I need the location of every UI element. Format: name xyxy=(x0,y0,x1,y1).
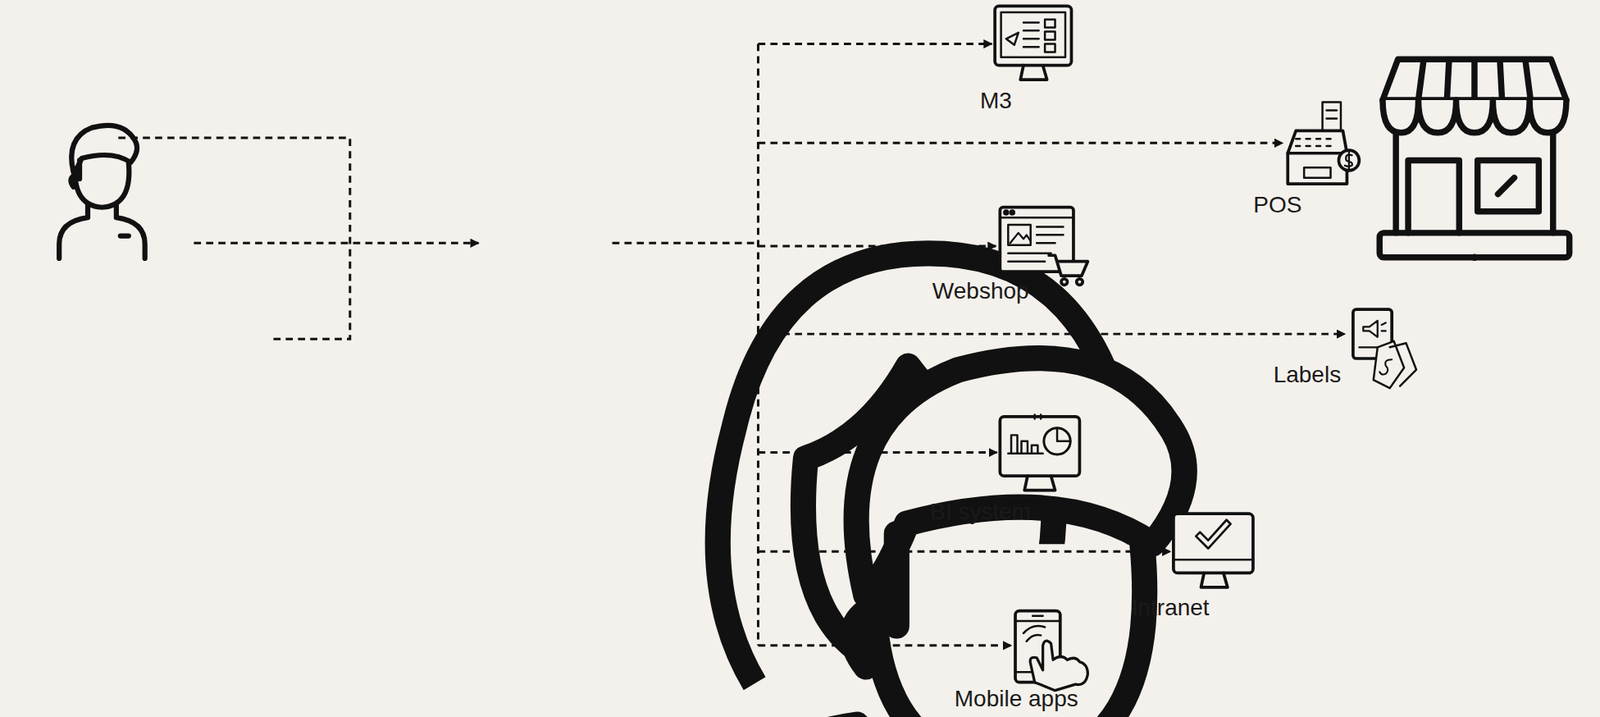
icon-label: Mobile apps xyxy=(952,686,1081,712)
label-text: BI system xyxy=(928,499,1033,525)
label-text: Intranet xyxy=(1130,595,1212,621)
label-text: M3 xyxy=(978,88,1014,114)
label-text: Webshop xyxy=(930,278,1031,305)
icon-label: Intranet xyxy=(1130,595,1212,621)
icon-label: Labels xyxy=(1271,362,1344,388)
icon-label: POS xyxy=(1251,192,1304,219)
icon-label: Webshop xyxy=(930,278,1031,305)
icon-label: M3 xyxy=(978,88,1014,114)
icon-label: BI system xyxy=(928,499,1033,525)
label-text: Labels xyxy=(1271,362,1344,388)
label-text: Mobile apps xyxy=(952,686,1081,712)
label-text: POS xyxy=(1251,192,1304,219)
